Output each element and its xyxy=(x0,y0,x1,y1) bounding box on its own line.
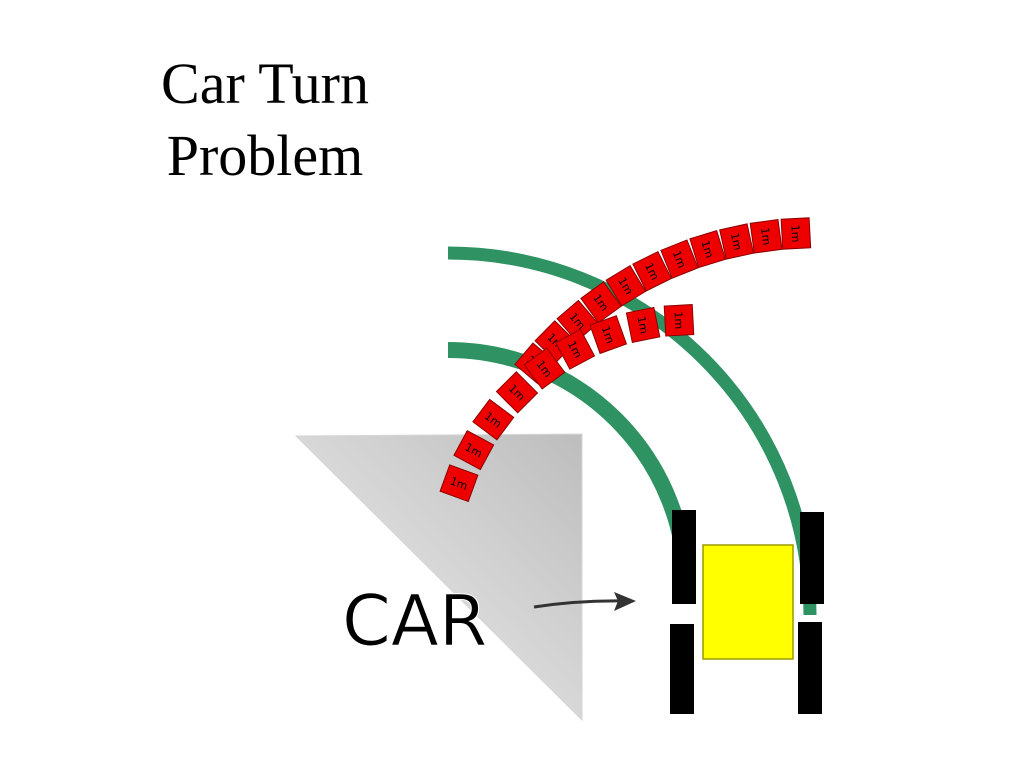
inner-track-block-label: 1m xyxy=(672,311,686,329)
inner-track-block: 1m xyxy=(663,304,695,337)
wheel-front-right xyxy=(800,512,824,604)
wheel-rear-right xyxy=(798,622,822,714)
car-label: CAR xyxy=(342,580,487,662)
inner-track-block: 1m xyxy=(472,398,515,441)
outer-track-block: 1m xyxy=(605,265,647,307)
outer-track-block: 1m xyxy=(719,223,755,260)
inner-track-block: 1m xyxy=(495,371,539,414)
title-line-2: Problem xyxy=(166,123,364,188)
inner-track-block: 1m xyxy=(589,315,628,355)
outer-track-block: 1m xyxy=(780,217,812,250)
inner-track-block: 1m xyxy=(453,429,495,471)
outer-track-block: 1m xyxy=(632,250,672,292)
inner-track-block: 1m xyxy=(439,464,479,503)
outer-track-block: 1m xyxy=(556,299,599,343)
outer-track-block-label: 1m xyxy=(758,227,773,246)
shadow-triangle xyxy=(294,433,583,722)
outer-track-block: 1m xyxy=(580,281,622,324)
inner-track-block-label: 1m xyxy=(599,324,617,345)
outer-track-block: 1m xyxy=(689,230,727,269)
title-line-1: Car Turn xyxy=(161,51,369,116)
wheel-front-left xyxy=(672,510,696,604)
car-body xyxy=(702,544,794,660)
inner-track-block-label: 1m xyxy=(448,475,469,493)
inner-track-block: 1m xyxy=(523,347,566,390)
outer-track-block-label: 1m xyxy=(670,249,689,270)
outer-track-block: 1m xyxy=(660,239,699,279)
outer-track-block-label: 1m xyxy=(728,232,745,252)
outer-track-block: 1m xyxy=(749,218,783,254)
inner-track-block: 1m xyxy=(625,306,661,343)
wheel-rear-left xyxy=(670,624,694,714)
page-title: Car Turn Problem xyxy=(100,48,430,192)
inner-track-block: 1m xyxy=(555,328,596,370)
car xyxy=(670,510,824,714)
outer-track-block-label: 1m xyxy=(788,224,802,242)
inner-track-block-label: 1m xyxy=(634,315,650,335)
outer-track-block-label: 1m xyxy=(698,239,716,260)
arrow-right-icon xyxy=(533,592,636,611)
